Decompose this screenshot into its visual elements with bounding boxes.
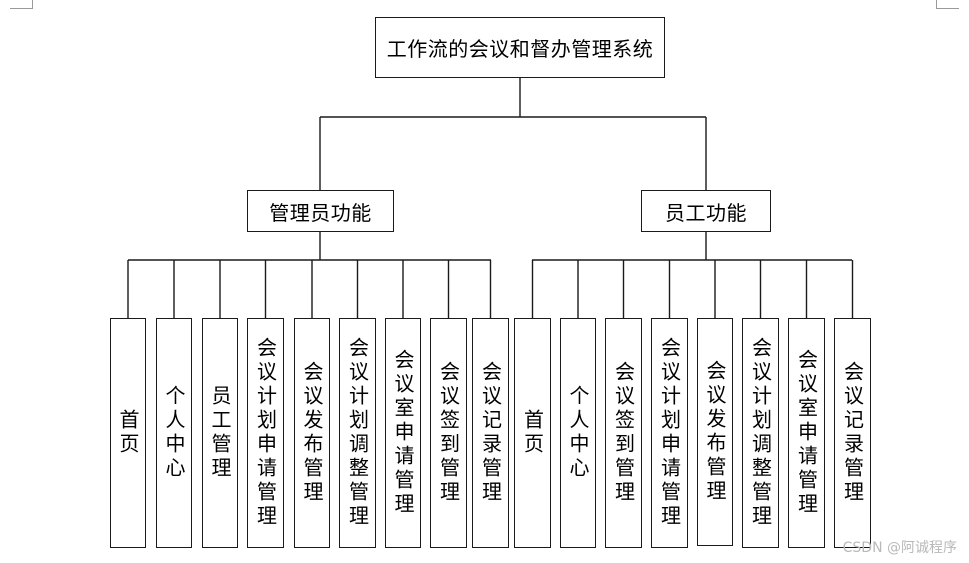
admin-leaf-node: 会议签到管理 xyxy=(430,318,467,548)
leaf-label: 会议记录管理 xyxy=(840,361,865,505)
watermark: CSDN @阿诚程序 xyxy=(842,540,957,556)
leaf-label: 会议计划申请管理 xyxy=(657,337,682,529)
leaf-label: 个人中心 xyxy=(566,385,590,481)
admin-leaf-node: 会议发布管理 xyxy=(294,318,330,548)
leaf-label: 会议计划调整管理 xyxy=(345,337,370,529)
leaf-label: 员工管理 xyxy=(208,385,232,481)
employee-leaf-node: 首页 xyxy=(514,318,551,548)
leaf-label: 会议发布管理 xyxy=(300,361,324,505)
branch-label: 管理员功能 xyxy=(269,200,372,225)
leaf-label: 首页 xyxy=(116,409,140,457)
leaf-label: 会议计划申请管理 xyxy=(253,337,278,529)
root-label: 工作流的会议和督办管理系统 xyxy=(386,37,654,61)
page-corner-mark-right xyxy=(936,0,959,9)
leaf-label: 个人中心 xyxy=(162,385,186,481)
employee-leaf-node: 会议计划调整管理 xyxy=(742,318,779,548)
branch-employee: 员工功能 xyxy=(641,190,771,232)
admin-leaf-node: 会议记录管理 xyxy=(472,318,509,548)
employee-leaf-node: 会议记录管理 xyxy=(834,318,871,548)
admin-leaf-node: 会议计划申请管理 xyxy=(247,318,284,548)
branch-label: 员工功能 xyxy=(665,200,747,225)
employee-leaf-node: 会议室申请管理 xyxy=(788,318,825,548)
admin-leaf-node: 会议计划调整管理 xyxy=(339,318,376,548)
employee-leaf-node: 会议签到管理 xyxy=(605,318,642,548)
leaf-label: 会议计划调整管理 xyxy=(748,337,773,529)
leaf-label: 首页 xyxy=(520,409,545,457)
leaf-label: 会议记录管理 xyxy=(478,361,503,505)
page-corner-mark-left xyxy=(10,0,33,9)
leaf-label: 会议发布管理 xyxy=(703,360,727,504)
employee-leaf-node: 会议发布管理 xyxy=(697,318,733,546)
admin-leaf-node: 会议室申请管理 xyxy=(385,318,421,548)
admin-leaf-node: 员工管理 xyxy=(202,318,238,548)
leaf-label: 会议室申请管理 xyxy=(391,349,415,517)
employee-leaf-node: 会议计划申请管理 xyxy=(651,318,688,548)
admin-leaf-node: 个人中心 xyxy=(156,318,192,548)
employee-leaf-node: 个人中心 xyxy=(560,318,596,548)
leaf-label: 会议室申请管理 xyxy=(794,349,819,517)
branch-admin: 管理员功能 xyxy=(247,190,394,232)
leaf-label: 会议签到管理 xyxy=(436,361,461,505)
root-node: 工作流的会议和督办管理系统 xyxy=(375,17,665,78)
leaf-label: 会议签到管理 xyxy=(611,361,636,505)
admin-leaf-node: 首页 xyxy=(110,318,146,548)
